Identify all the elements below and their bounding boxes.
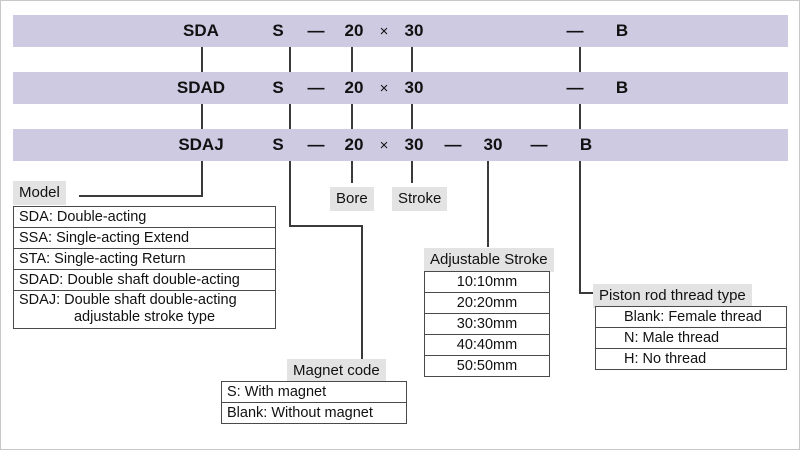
magnet-code-value: S: [272, 78, 284, 97]
model-legend-table: SDA: Double-acting SSA: Single-acting Ex…: [13, 206, 276, 329]
leader-magnet-seg1: [289, 47, 291, 72]
table-row: 40:40mm: [425, 335, 549, 356]
multiply-sign: ×: [379, 137, 389, 154]
table-row: Blank: Female thread: [596, 307, 786, 328]
multiply-sign: ×: [379, 80, 389, 97]
leader-model-seg1: [201, 47, 203, 72]
leader-stroke-drop: [411, 161, 413, 183]
table-row: S: With magnet: [222, 382, 406, 403]
leader-stroke-seg2: [411, 104, 413, 129]
leader-thread-seg2: [579, 104, 581, 129]
leader-model-seg2: [201, 104, 203, 129]
table-row: SDA: Double-acting: [14, 207, 275, 228]
table-row: 20:20mm: [425, 293, 549, 314]
caption-piston-rod-thread-type: Piston rod thread type: [593, 284, 752, 308]
thread-code-value: B: [579, 135, 593, 154]
model-sdaj-line2: adjustable stroke type: [73, 309, 216, 325]
leader-thread-seg1: [579, 47, 581, 72]
stroke-value: 30: [404, 135, 424, 154]
table-row: SDAD: Double shaft double-acting: [14, 270, 275, 291]
leader-adjustable-drop: [487, 161, 489, 247]
piston-rod-thread-table: Blank: Female thread N: Male thread H: N…: [595, 306, 787, 370]
leader-bore-drop: [351, 161, 353, 183]
adjustable-stroke-value: 30: [483, 135, 503, 154]
bore-value: 20: [344, 78, 364, 97]
table-row: H: No thread: [624, 351, 707, 367]
separator-dash-adjustable: —: [444, 135, 462, 154]
caption-stroke: Stroke: [392, 187, 448, 211]
leader-magnet-drop: [289, 161, 291, 226]
magnet-code-value: S: [272, 21, 284, 40]
leader-bore-seg1: [351, 47, 353, 72]
table-row: 10:10mm: [425, 272, 549, 293]
separator-dash-2: —: [530, 135, 548, 154]
caption-magnet-code: Magnet code: [287, 359, 386, 383]
caption-bore: Bore: [330, 187, 374, 211]
separator-dash: —: [307, 21, 325, 40]
leader-model-drop: [201, 161, 203, 197]
table-row: Blank: Without magnet: [227, 405, 373, 421]
separator-dash-2: —: [566, 78, 584, 97]
thread-code-value: B: [615, 78, 629, 97]
model-prefix: SDAJ: [178, 135, 224, 154]
table-row: SDAJ: Double shaft double-acting adjusta…: [14, 291, 275, 328]
adjustable-stroke-table: 10:10mm 20:20mm 30:30mm 40:40mm 50:50mm: [424, 271, 550, 377]
model-code-band-sda: [13, 15, 788, 47]
leader-model-horizontal: [79, 195, 203, 197]
model-code-band-sdaj: [13, 129, 788, 161]
separator-dash-2: —: [566, 21, 584, 40]
separator-dash: —: [307, 135, 325, 154]
model-code-string-sdaj: SDAJ S — 20 × 30 — 30 — B: [141, 129, 605, 161]
separator-dash: —: [307, 78, 325, 97]
thread-code-value: B: [615, 21, 629, 40]
leader-magnet-seg2: [289, 104, 291, 129]
model-code-string-sda: SDA S — 20 × 30 — B: [141, 15, 641, 47]
model-prefix: SDA: [183, 21, 219, 40]
stroke-value: 30: [404, 78, 424, 97]
leader-magnet-drop2: [361, 225, 363, 359]
table-row: 50:50mm: [456, 358, 518, 374]
model-sdaj-line1: SDAJ: Double shaft double-acting: [19, 292, 237, 308]
leader-bore-seg2: [351, 104, 353, 129]
leader-thread-horizontal: [579, 292, 595, 294]
leader-magnet-horizontal: [289, 225, 363, 227]
model-code-string-sdad: SDAD S — 20 × 30 — B: [141, 72, 641, 104]
bore-value: 20: [344, 135, 364, 154]
magnet-code-table: S: With magnet Blank: Without magnet: [221, 381, 407, 424]
model-code-band-sdad: [13, 72, 788, 104]
leader-stroke-seg1: [411, 47, 413, 72]
table-row: N: Male thread: [596, 328, 786, 349]
multiply-sign: ×: [379, 23, 389, 40]
table-row: STA: Single-acting Return: [14, 249, 275, 270]
caption-adjustable-stroke: Adjustable Stroke: [424, 248, 554, 272]
leader-thread-drop: [579, 161, 581, 294]
table-row: SSA: Single-acting Extend: [14, 228, 275, 249]
bore-value: 20: [344, 21, 364, 40]
caption-model: Model: [13, 181, 66, 205]
model-prefix: SDAD: [176, 78, 226, 97]
magnet-code-value: S: [272, 135, 284, 154]
table-row: 30:30mm: [425, 314, 549, 335]
stroke-value: 30: [404, 21, 424, 40]
